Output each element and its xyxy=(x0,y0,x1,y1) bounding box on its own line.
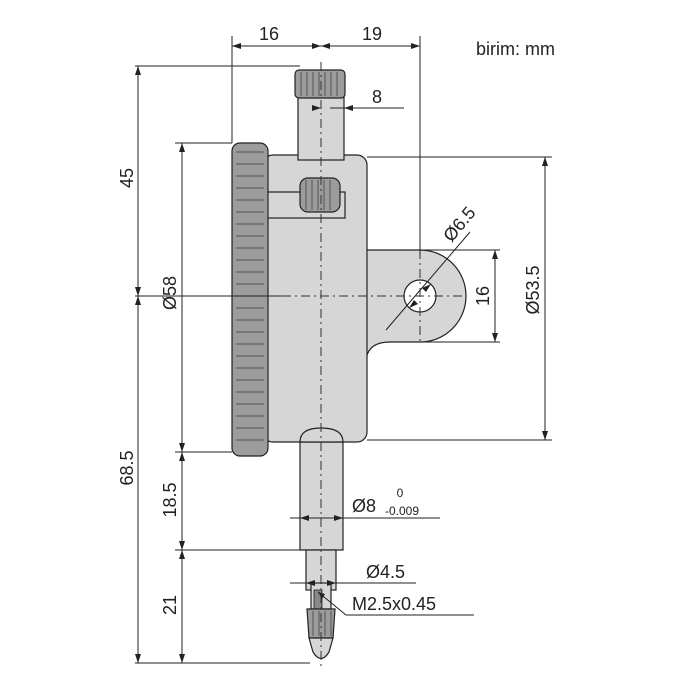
lower-stem xyxy=(299,427,344,551)
dim-lug-height: 16 xyxy=(473,286,493,306)
dim-top-right-width: 19 xyxy=(362,24,382,44)
dim-spindle-length: 21 xyxy=(160,595,180,615)
dim-height-lower: 68.5 xyxy=(117,450,137,485)
dim-thread: M2.5x0.45 xyxy=(352,594,436,614)
dim-dial-diameter: Ø58 xyxy=(160,276,180,310)
dim-stem-tol-upper: 0 xyxy=(397,486,404,500)
unit-label: birim: mm xyxy=(476,39,555,59)
dim-stem-tol-lower: -0.009 xyxy=(385,504,419,518)
extension-lines xyxy=(135,36,552,664)
dim-lug-hole-diameter: Ø6.5 xyxy=(439,203,479,246)
arrowheads xyxy=(135,43,548,663)
dim-stem-diameter: Ø8 xyxy=(352,496,376,516)
dim-stem-offset: 8 xyxy=(372,87,382,107)
dimension-lines xyxy=(137,45,546,663)
dim-top-left-width: 16 xyxy=(259,24,279,44)
dim-back-diameter: Ø53.5 xyxy=(523,265,543,314)
dim-spindle-diameter: Ø4.5 xyxy=(366,562,405,582)
dim-height-upper: 45 xyxy=(117,168,137,188)
dim-stem-length: 18.5 xyxy=(160,482,180,517)
top-cap xyxy=(294,69,346,161)
centerlines xyxy=(282,62,462,668)
dial-bezel xyxy=(231,142,269,457)
